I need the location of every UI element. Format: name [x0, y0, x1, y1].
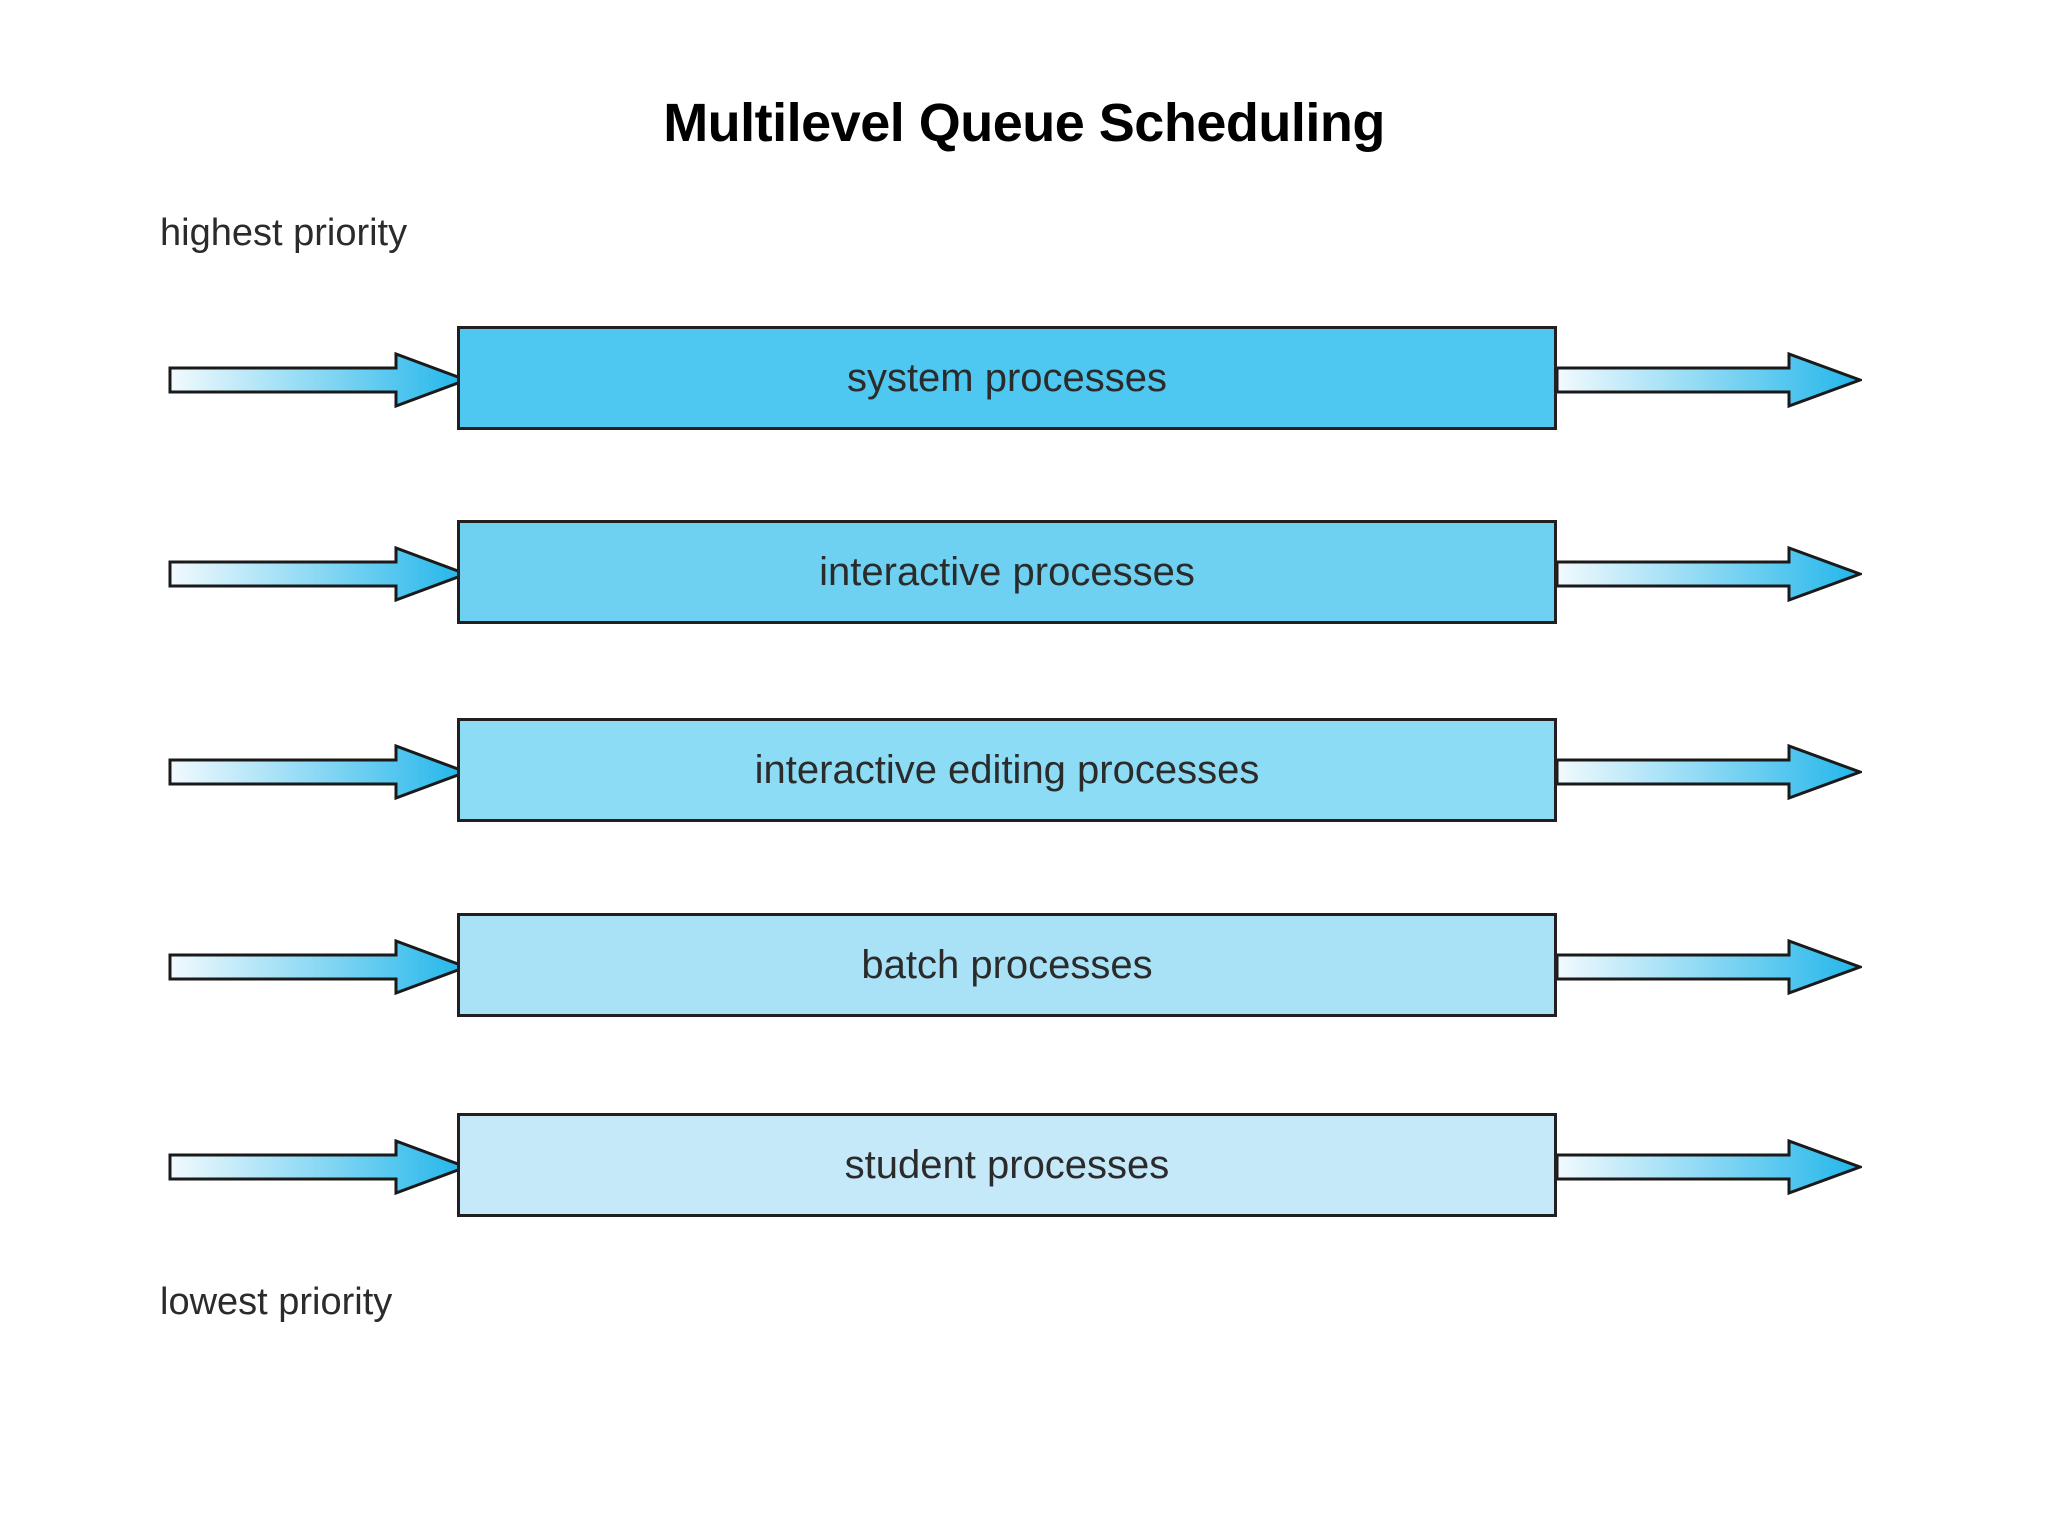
queue-box-batch-processes[interactable]: batch processes: [457, 913, 1557, 1017]
incoming-arrow-icon: [168, 939, 468, 995]
queue-label: batch processes: [861, 942, 1153, 987]
outgoing-arrow-icon: [1557, 352, 1862, 408]
queue-label: interactive processes: [819, 549, 1195, 594]
page-title: Multilevel Queue Scheduling: [663, 93, 1385, 153]
queue-box-interactive-processes[interactable]: interactive processes: [457, 520, 1557, 624]
queue-box-system-processes[interactable]: system processes: [457, 326, 1557, 430]
outgoing-arrow-icon: [1557, 546, 1862, 602]
queue-row: batch processes: [0, 913, 2048, 1023]
incoming-arrow-icon: [168, 744, 468, 800]
outgoing-arrow-icon: [1557, 939, 1862, 995]
highest-priority-label: highest priority: [160, 212, 408, 254]
lowest-priority-label: lowest priority: [160, 1281, 393, 1323]
queue-row: interactive processes: [0, 520, 2048, 630]
queue-row: student processes: [0, 1113, 2048, 1223]
queue-box-student-processes[interactable]: student processes: [457, 1113, 1557, 1217]
queue-row: interactive editing processes: [0, 718, 2048, 828]
queue-row: system processes: [0, 326, 2048, 436]
outgoing-arrow-icon: [1557, 1139, 1862, 1195]
incoming-arrow-icon: [168, 1139, 468, 1195]
outgoing-arrow-icon: [1557, 744, 1862, 800]
queue-label: student processes: [844, 1142, 1170, 1187]
queue-box-interactive-editing-processes[interactable]: interactive editing processes: [457, 718, 1557, 822]
queue-label: interactive editing processes: [754, 747, 1260, 792]
incoming-arrow-icon: [168, 546, 468, 602]
queue-label: system processes: [846, 355, 1168, 400]
incoming-arrow-icon: [168, 352, 468, 408]
